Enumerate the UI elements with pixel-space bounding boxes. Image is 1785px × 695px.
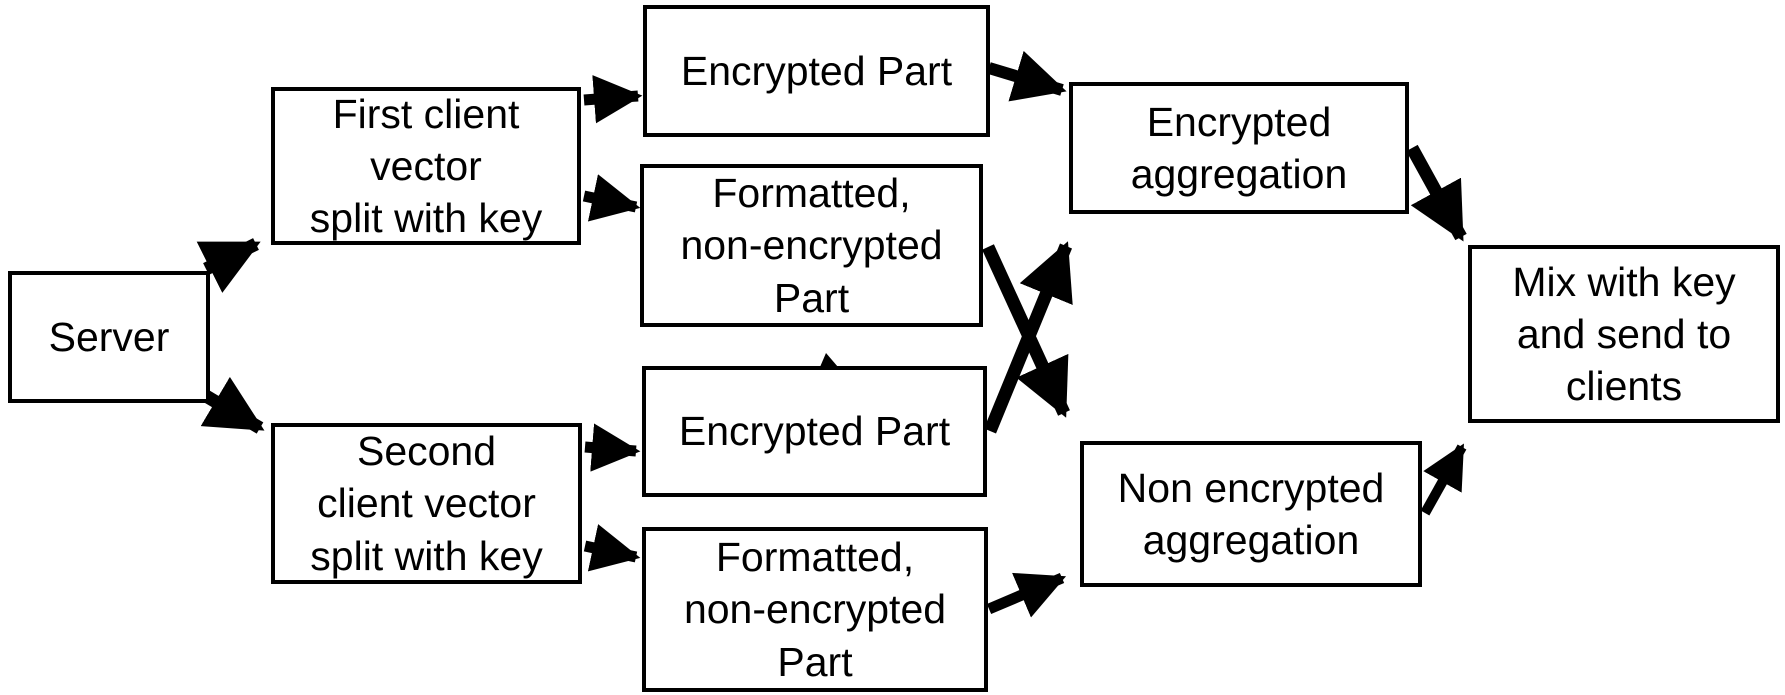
stray-arrowhead-icon	[820, 353, 838, 367]
node-encrypted-part-top: Encrypted Part	[643, 5, 990, 137]
arrow-formatted-part-bottom-to-non-encrypted-aggregation-icon	[986, 572, 1067, 618]
node-server: Server	[8, 271, 210, 403]
arrow-first-client-to-formatted-part-icon	[582, 174, 641, 222]
node-non-encrypted-aggregation-label: Non encrypted aggregation	[1117, 464, 1385, 563]
node-non-encrypted-aggregation: Non encrypted aggregation	[1080, 441, 1422, 587]
arrow-encrypted-aggregation-to-mix-icon	[1406, 144, 1467, 242]
node-formatted-part-bottom: Formatted, non-encrypted Part	[642, 527, 988, 692]
node-encrypted-aggregation: Encrypted aggregation	[1069, 82, 1409, 214]
arrow-encrypted-part-bottom-to-encrypted-aggregation-icon	[983, 241, 1073, 434]
node-formatted-part-bottom-label: Formatted, non-encrypted Part	[683, 534, 947, 685]
node-encrypted-aggregation-label: Encrypted aggregation	[1130, 98, 1348, 197]
node-encrypted-part-bottom: Encrypted Part	[642, 366, 987, 497]
arrow-second-client-to-formatted-part-icon	[583, 524, 641, 572]
node-first-client: First client vector split with key	[271, 87, 581, 245]
arrow-encrypted-part-top-to-encrypted-aggregation-icon	[987, 50, 1067, 102]
arrow-first-client-to-encrypted-part-icon	[583, 75, 643, 124]
node-formatted-part-top-label: Formatted, non-encrypted Part	[680, 170, 943, 321]
node-encrypted-part-top-label: Encrypted Part	[680, 47, 953, 94]
arrow-second-client-to-encrypted-part-icon	[584, 423, 641, 472]
node-second-client-label: Second client vector split with key	[310, 428, 543, 579]
node-encrypted-part-bottom-label: Encrypted Part	[678, 408, 951, 455]
arrow-server-to-second-client-icon	[200, 376, 265, 434]
node-mix-with-key-label: Mix with key and send to clients	[1512, 258, 1736, 410]
node-server-label: Server	[48, 313, 170, 360]
node-second-client: Second client vector split with key	[271, 423, 582, 584]
node-formatted-part-top: Formatted, non-encrypted Part	[640, 164, 983, 327]
node-first-client-label: First client vector split with key	[309, 90, 543, 242]
arrow-non-encrypted-aggregation-to-mix-icon	[1420, 443, 1467, 516]
node-mix-with-key: Mix with key and send to clients	[1468, 245, 1780, 423]
arrow-server-to-first-client-icon	[196, 238, 261, 293]
